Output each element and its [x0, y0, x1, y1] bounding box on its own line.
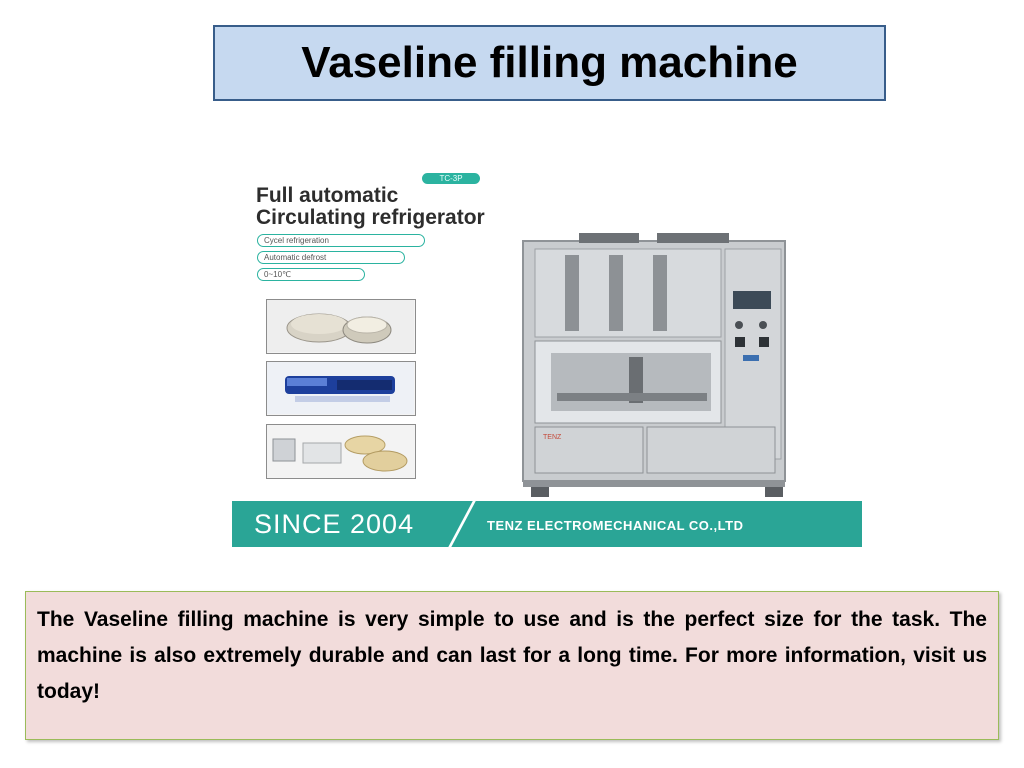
svg-text:TENZ: TENZ: [543, 434, 562, 441]
lipstick-illustration: [267, 362, 414, 414]
product-headline-line1: Full automatic: [256, 184, 399, 207]
banner-divider: [444, 501, 479, 547]
description-box: The Vaseline filling machine is very sim…: [25, 591, 999, 740]
cream-jars-illustration: [267, 425, 414, 477]
product-sample-thumbnail: [266, 361, 416, 416]
product-sample-thumbnail: [266, 299, 416, 354]
cosmetic-jar-illustration: [267, 300, 414, 352]
product-sample-thumbnail: [266, 424, 416, 479]
product-headline-line2: Circulating refrigerator: [256, 206, 485, 229]
feature-pill: Cycel refrigeration: [257, 234, 425, 247]
brand-banner: SINCE 2004 TENZ ELECTROMECHANICAL CO.,LT…: [232, 501, 862, 547]
page-title: Vaseline filling machine: [301, 38, 798, 87]
feature-pill: Automatic defrost: [257, 251, 405, 264]
refrigerator-machine-illustration: TENZ: [522, 233, 786, 497]
product-image: TC-3P Full automatic Circulating refrige…: [232, 163, 862, 547]
description-text: The Vaseline filling machine is very sim…: [37, 608, 987, 703]
feature-pill: 0~10℃: [257, 268, 365, 281]
title-box: Vaseline filling machine: [213, 25, 886, 101]
model-tag: TC-3P: [422, 173, 480, 184]
product-headline: Full automatic Circulating refrigerator: [256, 185, 485, 229]
company-name: TENZ ELECTROMECHANICAL CO.,LTD: [487, 518, 744, 533]
since-text: SINCE 2004: [254, 509, 415, 539]
